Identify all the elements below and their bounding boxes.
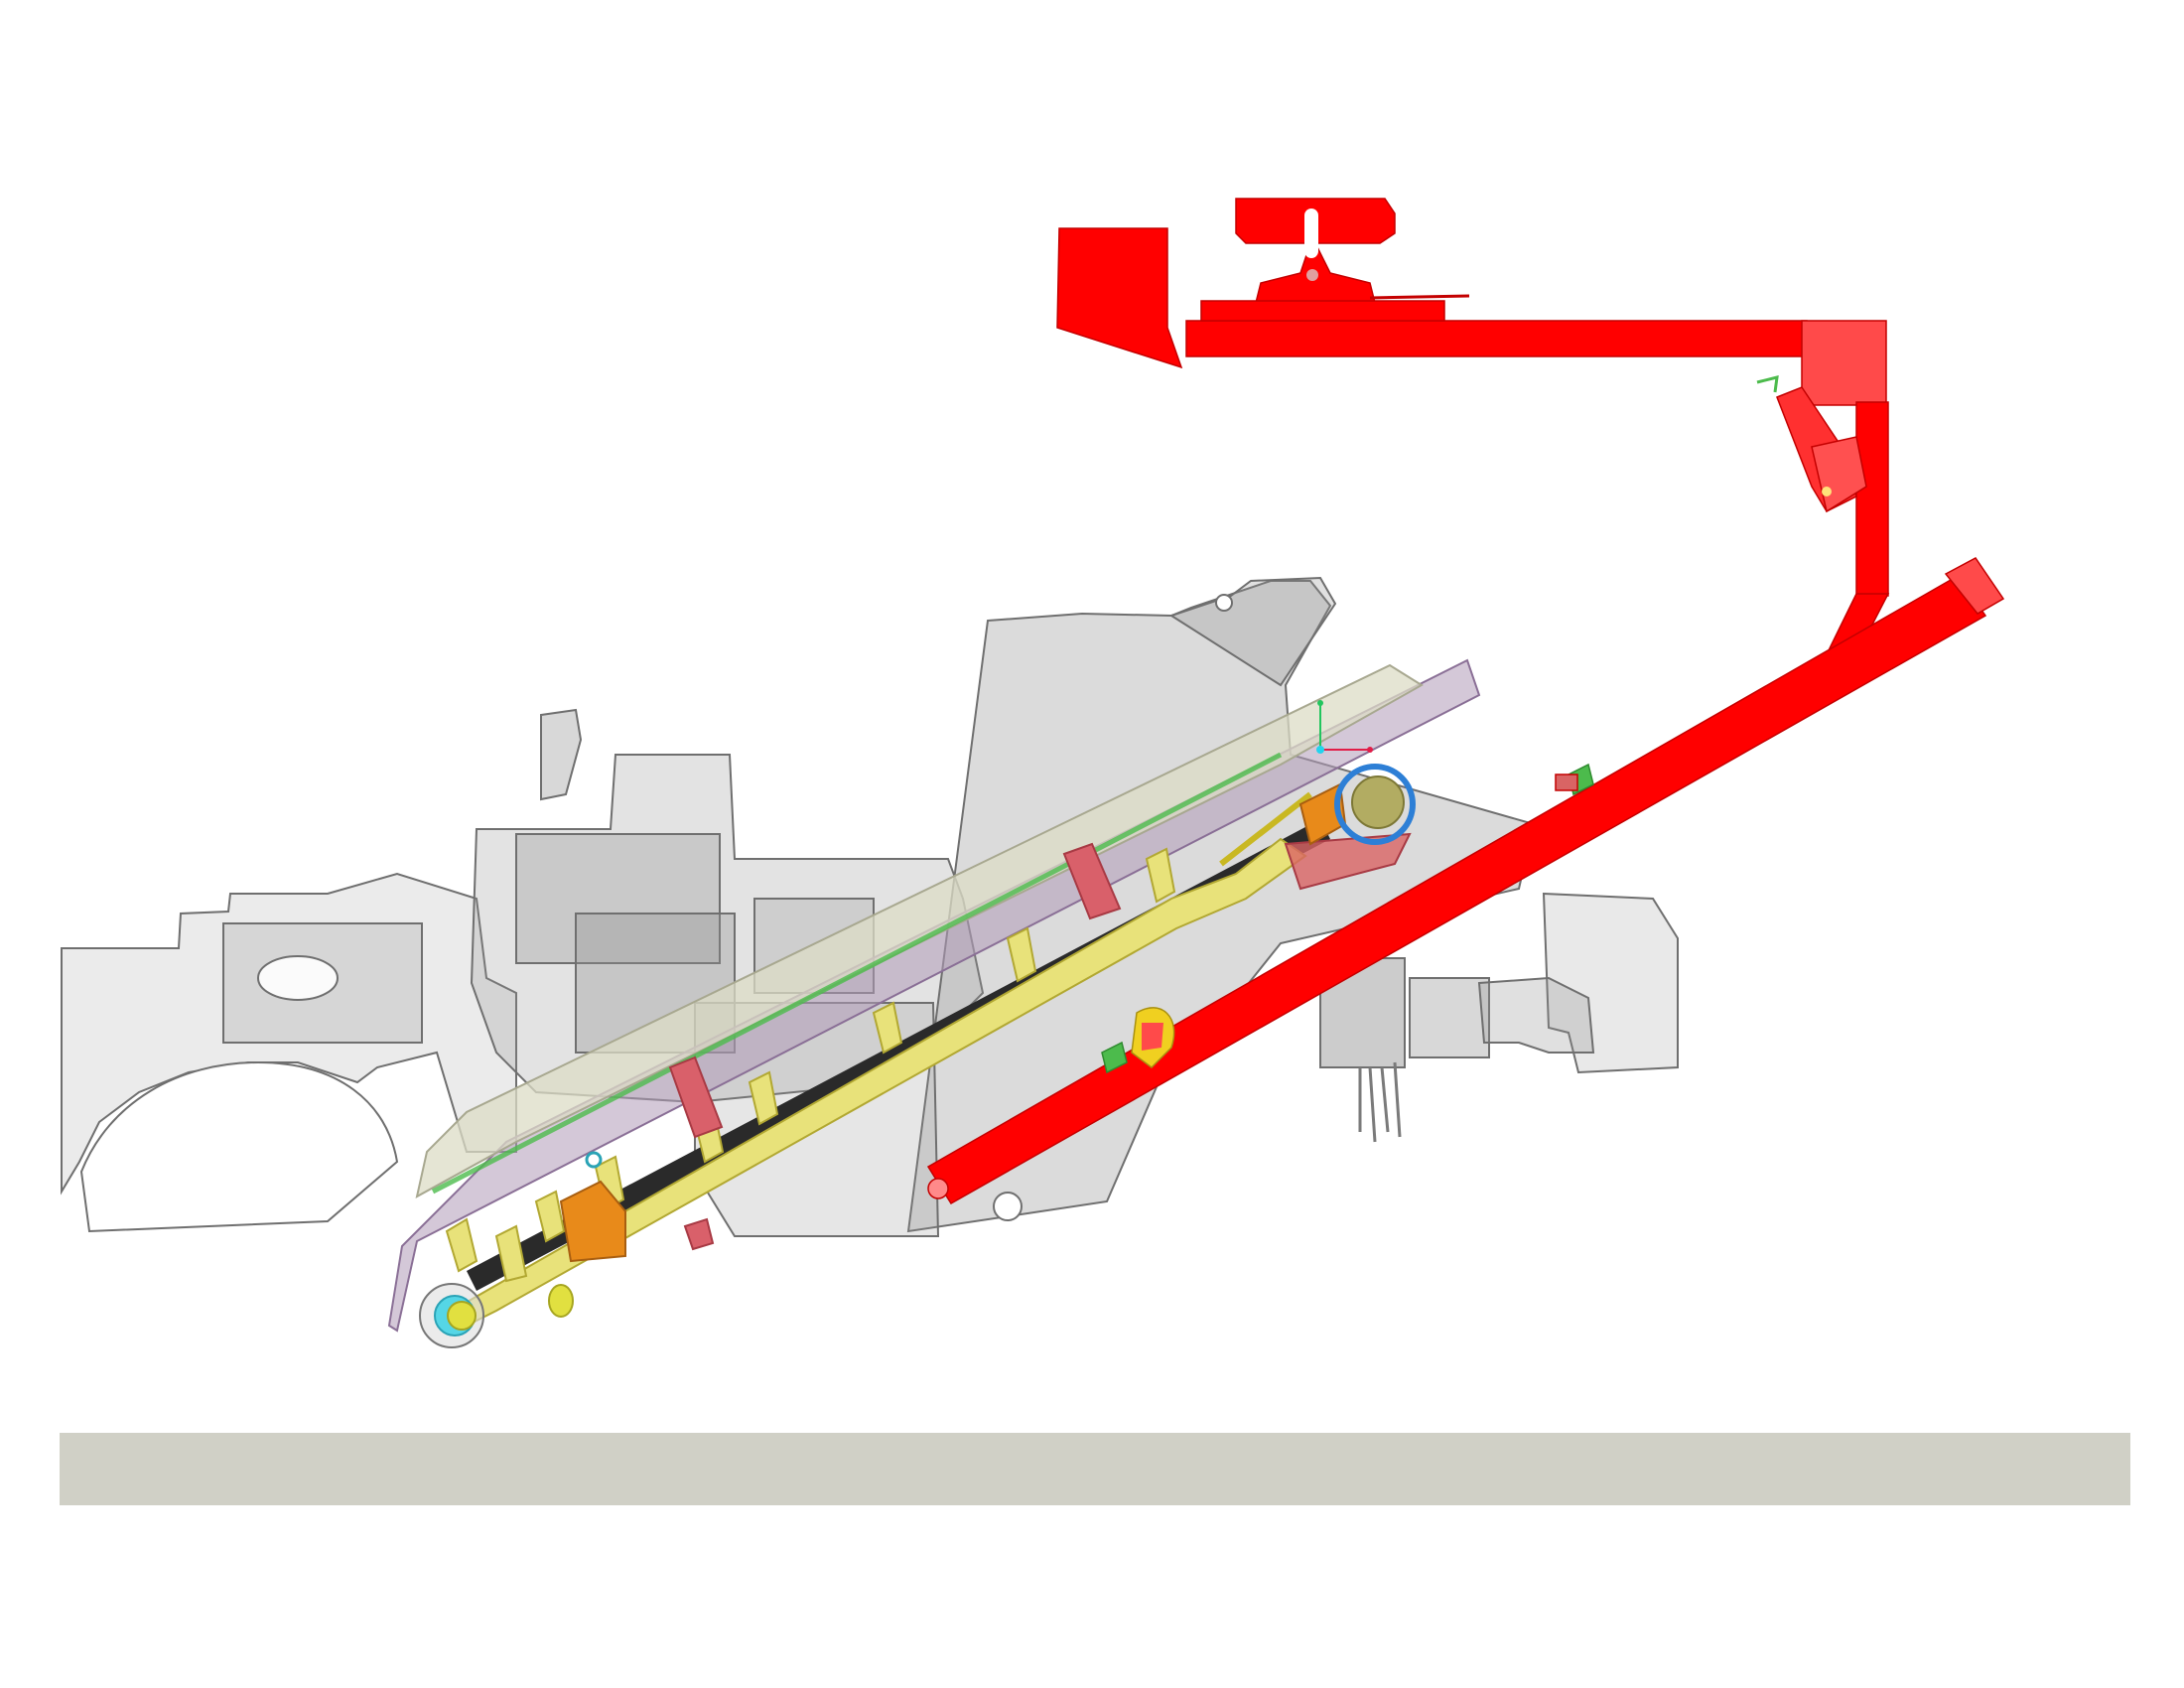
rear-mount-bracket [1542,892,1679,1074]
wheel-arch [79,1060,399,1233]
corner-block [1801,320,1887,406]
engine-cover [515,833,721,964]
flight [494,1224,528,1283]
flight [1145,847,1176,904]
red-wedge [1284,832,1412,891]
flight [872,1001,903,1055]
hydraulic-hoses [1358,1061,1402,1143]
hatch-oval [257,955,339,1001]
green-clip-mid [1101,1041,1128,1074]
boom-pivot [927,1178,949,1199]
axis-origin [1316,746,1324,754]
orange-bracket [559,1180,626,1263]
boom-end-block [1056,227,1183,369]
beam-mount-detail [1369,294,1470,300]
rear-hitch [1477,976,1595,1054]
beam-mount-plate [1200,300,1445,322]
frame-bolt-hole-lower [993,1192,1023,1221]
conveyor-top-cover [415,663,1424,1198]
red-clip-block [1555,774,1578,791]
spool [548,1284,574,1318]
green-guide-strip [431,752,1283,1195]
flight [1006,926,1037,983]
conveyor-flights [445,847,1176,1283]
frame-bolt-hole [1215,594,1233,612]
axis-y-end [1317,700,1323,706]
exhaust-stack [540,708,583,801]
axis-x-end [1367,747,1373,753]
tensioner-rod [1219,791,1312,867]
flight [445,1217,478,1273]
pink-block-lower [668,1055,724,1139]
flight [534,1190,566,1243]
top-mount-pin [1306,269,1318,281]
axis-triad [1316,700,1373,754]
red-boom-assembly [926,198,2005,1205]
red-latch-core [1142,1023,1163,1051]
top-mount-slot [1304,209,1318,258]
pink-block-upper [1062,842,1122,920]
flight [748,1070,779,1126]
conveyor-assembly [387,658,1481,1348]
head-roller-ring [1334,764,1416,845]
horizontal-boom-beam [1185,320,1808,357]
footer-band [60,1433,2130,1505]
pink-block-small [683,1217,715,1251]
green-clip-top [1756,375,1779,393]
purple-side-guide [387,658,1481,1333]
boom-tip-block [1944,557,2005,615]
vertical-boom-leg [1855,401,1889,597]
hopper-top-frame [1168,576,1337,687]
hanging-pin [1822,487,1832,496]
pump-housing [1409,977,1490,1058]
head-roller [1351,775,1405,829]
idler-ring [585,1151,603,1169]
tail-roller [447,1301,477,1331]
